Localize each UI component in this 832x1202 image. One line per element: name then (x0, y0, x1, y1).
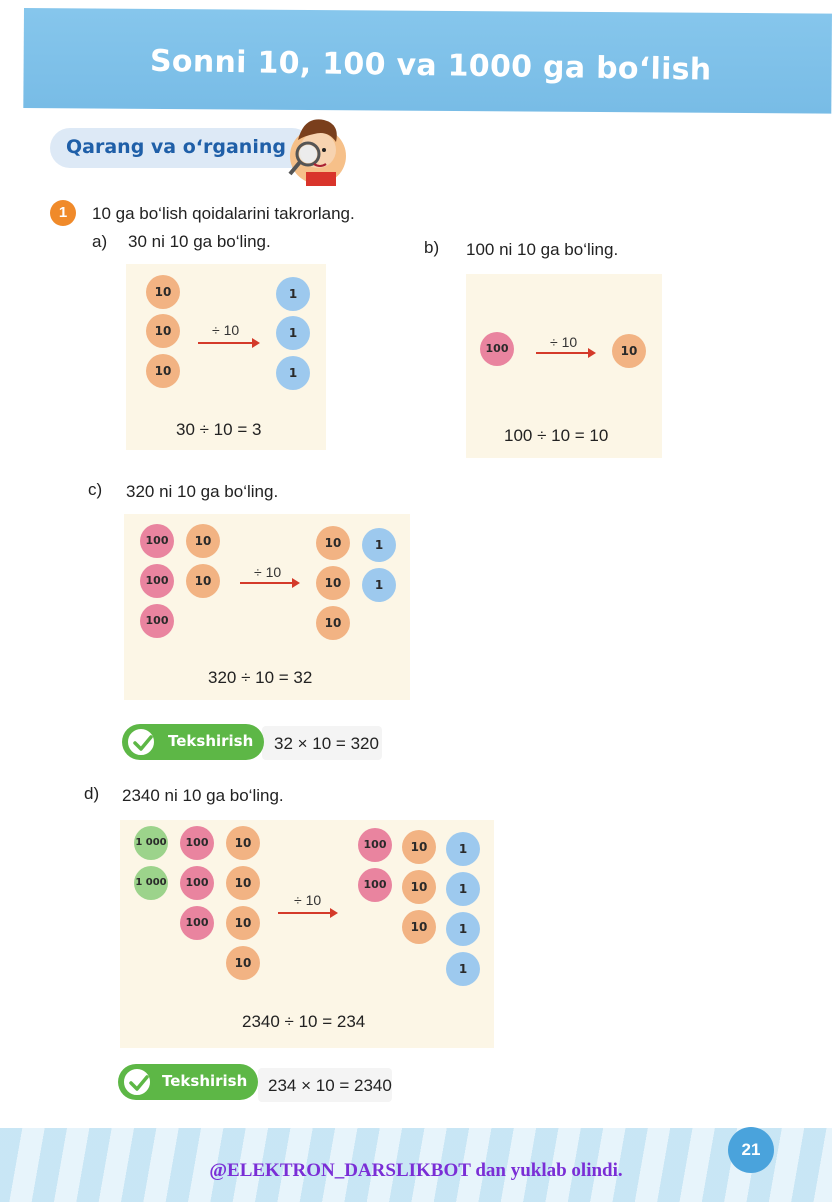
ten-chip: 10 (612, 334, 646, 368)
task-instruction: 10 ga bo‘lish qoidalarini takrorlang. (92, 204, 355, 223)
one-chip: 1 (446, 952, 480, 986)
task-number-badge: 1 (50, 200, 76, 226)
ten-chip: 10 (226, 946, 260, 980)
arrow-right (198, 338, 260, 348)
one-chip: 1 (446, 872, 480, 906)
part-b-text: 100 ni 10 ga bo‘ling. (466, 240, 619, 259)
section-title: Qarang va o‘rganing (66, 136, 286, 158)
hundred-chip: 100 (180, 826, 214, 860)
equation: 2340 ÷ 10 = 234 (242, 1012, 366, 1031)
mascot-illustration (284, 110, 346, 186)
hundred-chip: 100 (480, 332, 514, 366)
check-equation: 32 × 10 = 320 (274, 734, 379, 753)
ten-chip: 10 (316, 526, 350, 560)
hundred-chip: 100 (358, 868, 392, 902)
one-chip: 1 (446, 912, 480, 946)
part-d-text: 2340 ni 10 ga bo‘ling. (122, 786, 284, 805)
ten-chip: 10 (402, 830, 436, 864)
part-c-text: 320 ni 10 ga bo‘ling. (126, 482, 279, 501)
check-equation-bg (258, 1068, 392, 1102)
equation: 30 ÷ 10 = 3 (176, 420, 262, 439)
ten-chip: 10 (316, 566, 350, 600)
arrow-right (278, 908, 338, 918)
hundred-chip: 100 (180, 906, 214, 940)
one-chip: 1 (362, 528, 396, 562)
part-a-box: 10 10 10 ÷ 10 1 1 1 30 ÷ 10 = 3 (126, 264, 326, 450)
hundred-chip: 100 (140, 564, 174, 598)
ten-chip: 10 (402, 910, 436, 944)
operation-label: ÷ 10 (254, 564, 282, 580)
ten-chip: 10 (402, 870, 436, 904)
check-icon (125, 726, 157, 758)
part-d-label: d) (84, 784, 100, 803)
check-badge: Tekshirish (118, 1064, 258, 1100)
ten-chip: 10 (226, 826, 260, 860)
check-badge: Tekshirish (122, 724, 264, 760)
one-chip: 1 (446, 832, 480, 866)
check-label: Tekshirish (168, 732, 254, 750)
hundred-chip: 100 (180, 866, 214, 900)
operation-label: ÷ 10 (294, 892, 322, 908)
arrow-right (240, 578, 300, 588)
one-chip: 1 (276, 316, 310, 350)
ten-chip: 10 (316, 606, 350, 640)
ten-chip: 10 (146, 354, 180, 388)
part-c-box: 100 100 100 10 10 ÷ 10 10 10 10 1 1 320 … (124, 514, 410, 700)
operation-label: ÷ 10 (212, 322, 240, 338)
equation: 100 ÷ 10 = 10 (504, 426, 609, 445)
check-icon (121, 1066, 153, 1098)
page-number: 21 (728, 1127, 774, 1173)
one-chip: 1 (362, 568, 396, 602)
operation-label: ÷ 10 (550, 334, 578, 350)
equation: 320 ÷ 10 = 32 (208, 668, 313, 687)
footer-decoration (0, 1128, 832, 1202)
thousand-chip: 1 000 (134, 826, 168, 860)
arrow-right (536, 348, 596, 358)
section-pill (50, 128, 312, 168)
ten-chip: 10 (186, 524, 220, 558)
check-equation-bg (262, 726, 382, 760)
part-a-label: a) (92, 232, 108, 251)
part-b-label: b) (424, 238, 440, 257)
part-d-box: 1 000 1 000 100 100 100 10 10 10 10 ÷ 10… (120, 820, 494, 1048)
hundred-chip: 100 (140, 524, 174, 558)
ten-chip: 10 (226, 906, 260, 940)
one-chip: 1 (276, 356, 310, 390)
one-chip: 1 (276, 277, 310, 311)
check-equation: 234 × 10 = 2340 (268, 1076, 392, 1095)
part-a-text: 30 ni 10 ga bo‘ling. (128, 232, 271, 251)
thousand-chip: 1 000 (134, 866, 168, 900)
check-label: Tekshirish (162, 1072, 248, 1090)
ten-chip: 10 (146, 275, 180, 309)
hundred-chip: 100 (358, 828, 392, 862)
ten-chip: 10 (226, 866, 260, 900)
ten-chip: 10 (186, 564, 220, 598)
ten-chip: 10 (146, 314, 180, 348)
part-c-label: c) (88, 480, 103, 499)
part-b-box: 100 ÷ 10 10 100 ÷ 10 = 10 (466, 274, 662, 458)
hundred-chip: 100 (140, 604, 174, 638)
watermark-text: @ELEKTRON_DARSLIKBOT dan yuklab olindi. (209, 1160, 623, 1181)
